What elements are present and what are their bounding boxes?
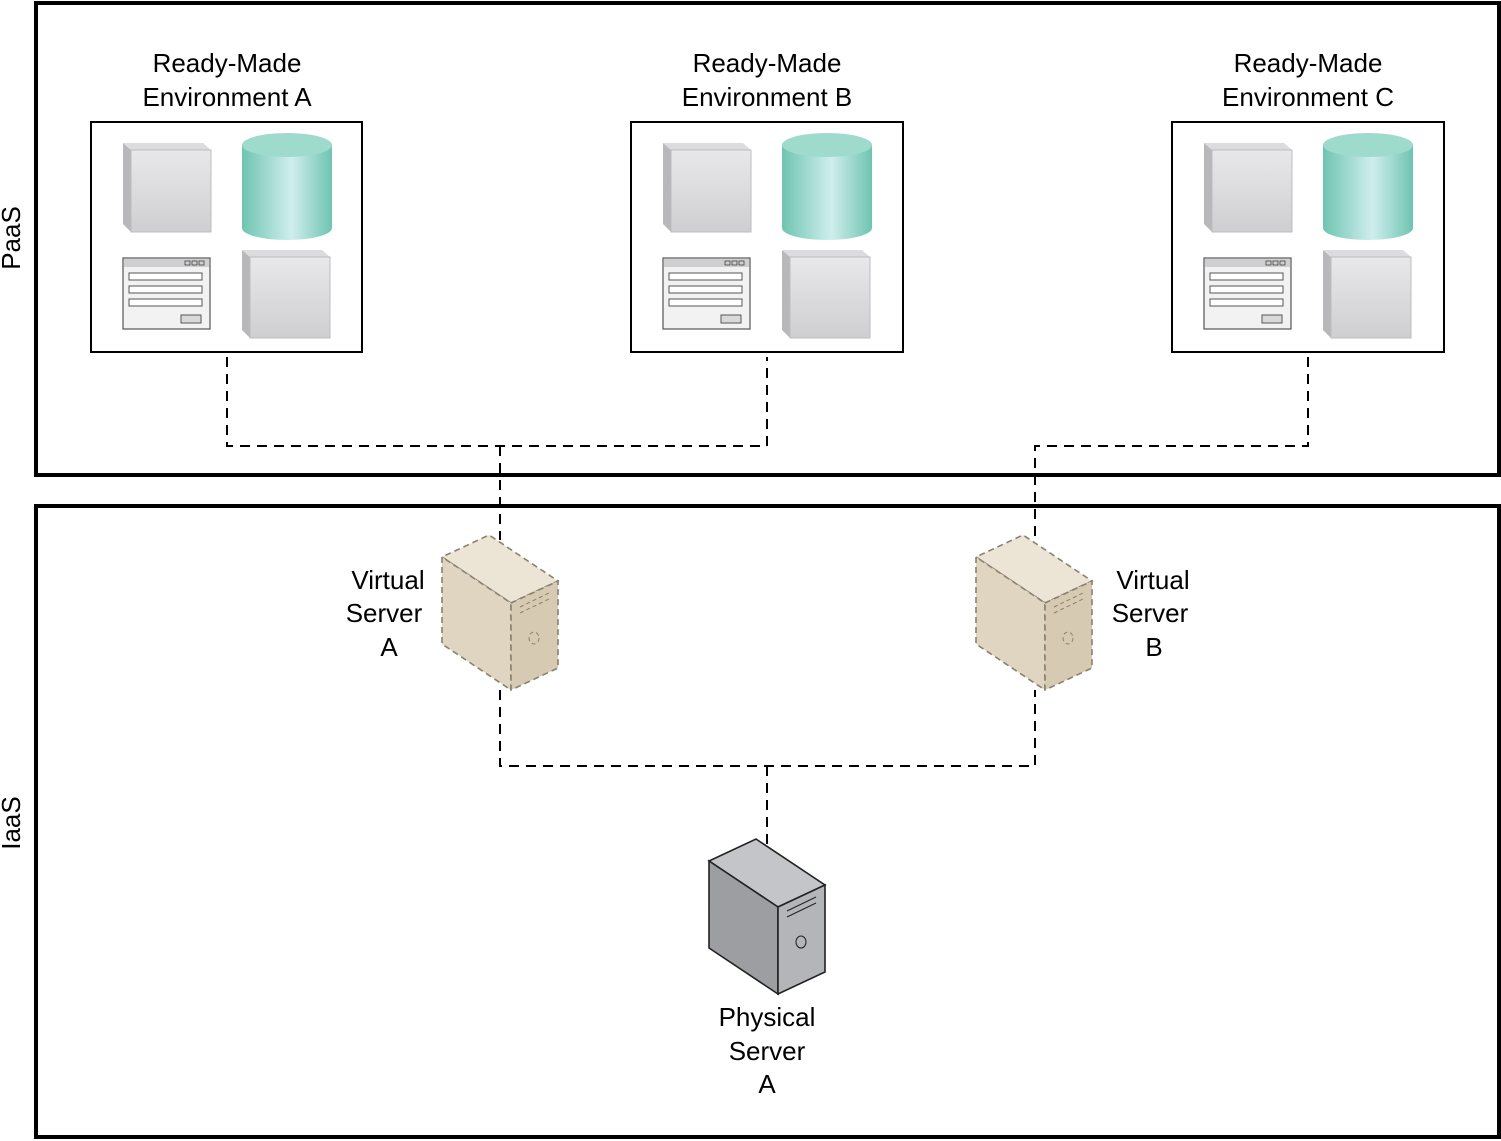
environment-b-label-line2: Environment B	[682, 82, 853, 112]
virtual-server-a-label-line1: Virtual	[351, 565, 424, 595]
connector-env-c-to-vs-b	[1034, 357, 1309, 540]
connector-env-a-b-to-vs-a	[226, 357, 768, 540]
paas-layer-box	[34, 1, 1501, 477]
virtual-server-b-label-line1: Virtual	[1116, 565, 1189, 595]
virtual-server-b-label-line3: B	[1145, 632, 1162, 662]
environment-c-label-line1: Ready-Made	[1234, 48, 1383, 78]
virtual-server-a-label-line3: A	[380, 632, 398, 662]
iaas-layer-label: IaaS	[0, 796, 26, 850]
environment-c: Ready-Made Environment C	[1171, 48, 1445, 353]
iaas-layer-box	[34, 504, 1501, 1139]
environment-c-label-line2: Environment C	[1222, 82, 1394, 112]
connector-vs-to-physical	[499, 690, 1036, 868]
virtual-server-b-icon	[976, 535, 1092, 690]
environment-b-label-line1: Ready-Made	[693, 48, 842, 78]
virtual-server-b-label-line2: Server	[1112, 598, 1189, 628]
virtual-server-a-label-line2: Server	[346, 598, 423, 628]
environment-a: Ready-Made Environment A	[90, 48, 363, 353]
physical-server-label-line2: Server	[729, 1036, 806, 1066]
physical-server-icon	[709, 839, 825, 994]
environment-a-label-line1: Ready-Made	[153, 48, 302, 78]
virtual-server-a-icon	[442, 535, 558, 690]
physical-server-label-line1: Physical	[719, 1002, 816, 1032]
environment-b: Ready-Made Environment B	[630, 48, 904, 353]
environment-a-label-line2: Environment A	[142, 82, 312, 112]
paas-layer-label: PaaS	[0, 206, 26, 270]
physical-server-label-line3: A	[758, 1069, 776, 1099]
